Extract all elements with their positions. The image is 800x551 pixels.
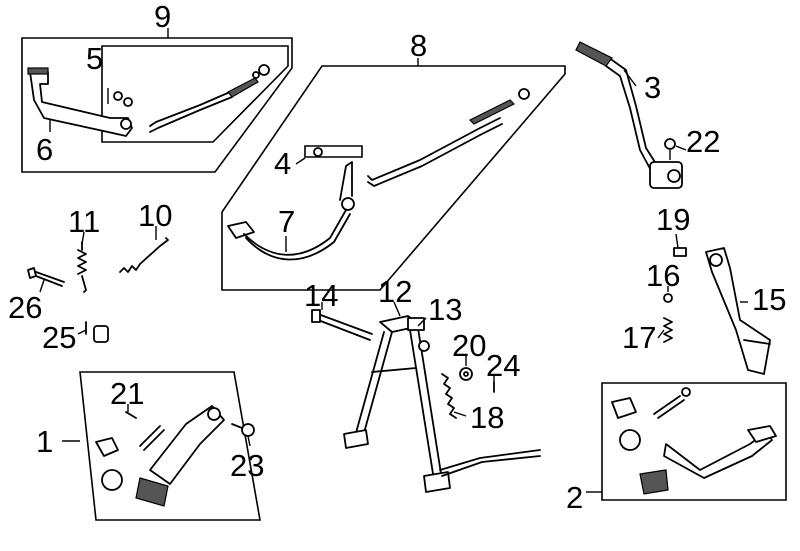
callout-5: 5 (86, 41, 103, 76)
callout-10: 10 (138, 198, 172, 233)
stand-bolt-14 (311, 309, 373, 341)
callout-18: 18 (470, 400, 504, 435)
callout-12: 12 (378, 274, 412, 309)
leader-lines (39, 28, 748, 493)
spring-11 (77, 241, 87, 293)
callout-1: 1 (36, 424, 53, 459)
kick-starter (575, 41, 683, 189)
callout-15: 15 (752, 282, 786, 317)
gear-shift-pedal (95, 405, 225, 507)
callout-7: 7 (278, 204, 295, 239)
bolt-26 (27, 267, 65, 287)
callout-23: 23 (230, 448, 264, 483)
brake-cable-front (367, 88, 530, 187)
callout-11: 11 (68, 204, 100, 239)
washer-20 (459, 367, 473, 381)
callout-20: 20 (452, 328, 486, 363)
callout-2: 2 (566, 480, 583, 515)
brake-pedal (227, 147, 355, 261)
collar-25 (85, 321, 109, 343)
callout-22: 22 (686, 124, 720, 159)
callout-4: 4 (274, 146, 291, 181)
callout-3: 3 (644, 70, 661, 105)
callout-9: 9 (154, 0, 171, 34)
bolt-19 (673, 247, 687, 257)
main-stand (343, 315, 541, 493)
spring-10 (119, 237, 169, 273)
brake-arm (27, 67, 133, 137)
callout-16: 16 (646, 258, 680, 293)
callout-21: 21 (110, 376, 144, 411)
callout-26: 26 (8, 290, 42, 325)
callout-24: 24 (486, 348, 520, 383)
group-frame-4 (304, 145, 363, 158)
callout-14: 14 (304, 278, 338, 313)
side-stand (705, 247, 771, 375)
bolt-23 (231, 423, 255, 437)
spring-hook-16 (663, 293, 673, 303)
callout-17: 17 (622, 320, 656, 355)
gear-shift-pedal-alt (611, 387, 777, 495)
callout-19: 19 (656, 202, 690, 237)
group-frame-1 (79, 371, 261, 521)
group-frame-9 (21, 37, 293, 173)
callout-6: 6 (36, 132, 53, 167)
side-stand-spring-17 (663, 317, 673, 343)
stand-spring-18 (441, 373, 457, 419)
callout-25: 25 (42, 320, 76, 355)
group-frame-2 (601, 382, 787, 501)
callout-8: 8 (410, 28, 427, 63)
group-frame-8 (221, 65, 566, 291)
brake-cable-rear (107, 64, 270, 133)
callout-13: 13 (428, 292, 462, 327)
